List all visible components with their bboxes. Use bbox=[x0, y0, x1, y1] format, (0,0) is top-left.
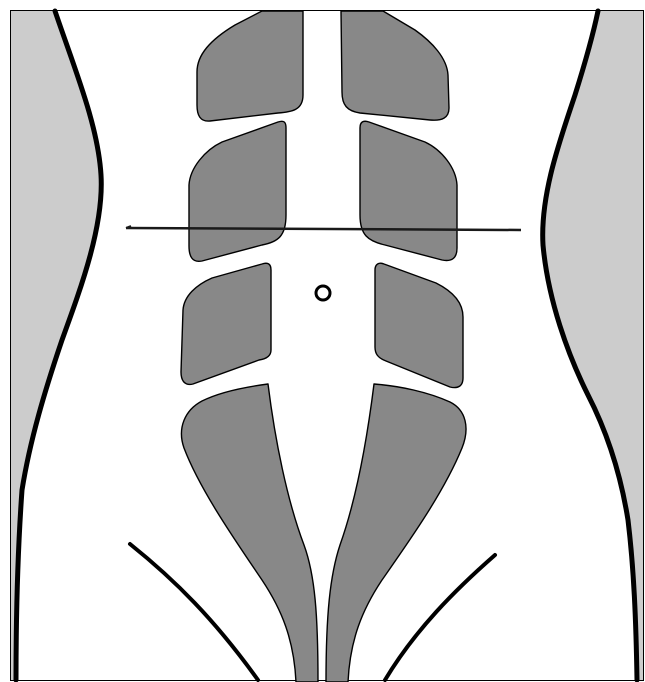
diagram-frame bbox=[11, 11, 644, 681]
navel-marker bbox=[316, 286, 330, 300]
